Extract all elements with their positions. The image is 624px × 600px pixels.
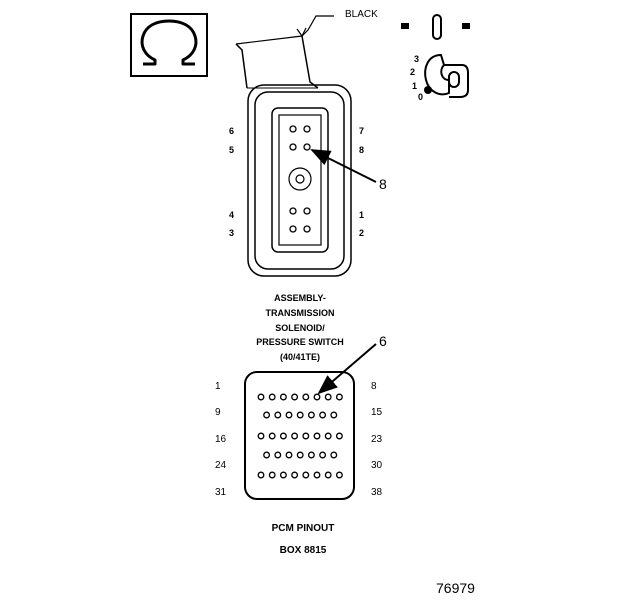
solenoid-pin-hole [289,207,297,215]
pcm-pin-hole [263,451,271,459]
figure-number: 76979 [436,580,475,596]
solenoid-pin-label-6: 6 [229,126,234,136]
pcm-pin-hole [291,432,299,440]
pcm-pin-hole [279,393,287,401]
pcm-pin-hole [302,471,310,479]
pcm-pin-hole [296,411,304,419]
solenoid-connector [235,35,352,277]
pcm-pin-hole [319,451,327,459]
pcm-pin-hole [274,451,282,459]
assembly-label: ASSEMBLY- TRANSMISSION SOLENOID/ PRESSUR… [256,293,344,362]
pcm-pin-hole [319,411,327,419]
solenoid-pin-label-2: 2 [359,228,364,238]
pcm-pin-hole [257,471,265,479]
pcm-pin-hole [274,411,282,419]
pcm-pin-hole [302,432,310,440]
pcm-row-label-24: 24 [215,460,227,471]
pcm-row-label-31: 31 [215,487,227,498]
solenoid-pin-holes [289,125,311,233]
pcm-pin-hole [335,393,343,401]
assembly-label-line-1: ASSEMBLY- [274,293,326,303]
solenoid-pin-hole [303,225,311,233]
ignition-pos-1: 1 [412,81,417,91]
pcm-pin-hole [307,411,315,419]
solenoid-pin-label-8: 8 [359,145,364,155]
pcm-pin-hole [330,411,338,419]
pcm-pin-hole [285,451,293,459]
solenoid-pin-label-3: 3 [229,228,234,238]
solenoid-pin-label-5: 5 [229,145,234,155]
callout-8-label: 8 [379,176,387,192]
pcm-pin-hole [268,393,276,401]
pcm-pin-hole [268,432,276,440]
callout-solenoid-probe: 8 [310,149,387,192]
solenoid-pin-label-7: 7 [359,126,364,136]
pcm-pin-hole [324,432,332,440]
pcm-pin-hole [257,432,265,440]
pcm-pin-hole [324,393,332,401]
callout-6-label: 6 [379,333,387,349]
pcm-row-label-23: 23 [371,434,383,445]
pcm-row-label-15: 15 [371,407,383,418]
solenoid-pin-hole [303,125,311,133]
pcm-pin-hole [313,432,321,440]
solenoid-pin-hole [289,143,297,151]
pcm-row-label-38: 38 [371,487,383,498]
solenoid-pin-label-1: 1 [359,210,364,220]
assembly-label-line-4: PRESSURE SWITCH [256,337,344,347]
ignition-pos-0: 0 [418,92,423,102]
pcm-pin-hole [335,432,343,440]
pcm-pin-hole [285,411,293,419]
solenoid-pin-hole [289,225,297,233]
ignition-pos-2: 2 [410,67,415,77]
ohmmeter-icon [130,13,208,77]
pcm-pin-hole [330,451,338,459]
pcm-pin-hole [335,471,343,479]
pcm-pin-hole [307,451,315,459]
pcm-row-label-9: 9 [215,407,221,418]
pcm-pin-hole [279,471,287,479]
ignition-pos-3: 3 [414,54,419,64]
solenoid-pin-hole [303,143,311,151]
pcm-pin-hole [263,411,271,419]
callout-pcm-probe: 6 [317,333,387,395]
pcm-pin-hole [313,393,321,401]
pcm-pin-hole [302,393,310,401]
pcm-pin-hole [279,432,287,440]
pcm-pin-hole [268,471,276,479]
pcm-pin-hole [291,471,299,479]
pcm-row-label-16: 16 [215,434,227,445]
black-lead: BLACK [235,9,378,45]
pcm-pin-hole [257,393,265,401]
pcm-pin-holes [257,393,343,479]
pcm-pin-hole [313,471,321,479]
pcm-box-label: BOX 8815 [280,545,327,556]
pcm-row-label-1: 1 [215,381,221,392]
assembly-label-line-3: SOLENOID/ [275,323,325,333]
ignition-switch-icon: 3 2 1 0 [401,14,470,102]
black-label: BLACK [345,9,378,20]
pcm-pinout-label: PCM PINOUT [272,523,335,534]
pcm-pin-hole [296,451,304,459]
pcm-pin-hole [291,393,299,401]
assembly-label-line-2: TRANSMISSION [265,308,334,318]
pcm-pin-hole [324,471,332,479]
solenoid-pin-label-4: 4 [229,210,234,220]
pcm-row-label-8: 8 [371,381,377,392]
pcm-row-label-30: 30 [371,460,383,471]
assembly-label-line-5: (40/41TE) [280,352,320,362]
solenoid-pin-hole [303,207,311,215]
solenoid-pin-hole [289,125,297,133]
pcm-connector [244,371,355,500]
